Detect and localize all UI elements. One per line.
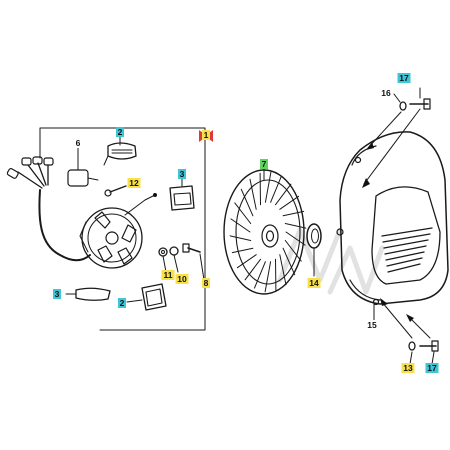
fan-blade bbox=[279, 195, 300, 210]
callout-highlight-c3a bbox=[178, 169, 186, 179]
fan-blade bbox=[236, 254, 257, 269]
coil-part-3-upper bbox=[169, 177, 195, 211]
coil-part-2-upper bbox=[103, 136, 137, 166]
callout-c2a: 2 bbox=[118, 127, 123, 137]
callout-c2b: 2 bbox=[120, 298, 125, 308]
grille-slat bbox=[386, 257, 423, 267]
callout-highlight-c11 bbox=[161, 270, 175, 280]
gasket-part-14 bbox=[306, 223, 322, 277]
callout-highlight-c15 bbox=[365, 320, 379, 330]
fan-blade bbox=[244, 258, 261, 281]
callout-highlight-c6 bbox=[74, 138, 82, 148]
fan-blade bbox=[282, 210, 305, 217]
fan-blade bbox=[234, 202, 252, 224]
callout-c3b: 3 bbox=[55, 289, 60, 299]
fan-blade bbox=[284, 223, 307, 229]
callout-c10: 10 bbox=[177, 274, 187, 284]
callout-c1: 1 bbox=[204, 130, 209, 140]
coil-part-2-lower bbox=[126, 283, 167, 311]
flywheel-fan-icon bbox=[223, 167, 307, 295]
grille-slat bbox=[381, 227, 433, 237]
wiring-harness bbox=[6, 156, 91, 262]
callout-c16: 16 bbox=[381, 88, 391, 98]
callout-highlight-c17a bbox=[397, 73, 411, 83]
callout-c12: 12 bbox=[129, 178, 139, 188]
coil-part-3-lower bbox=[65, 287, 111, 301]
callout-c17b: 17 bbox=[427, 363, 437, 373]
fan-blade bbox=[264, 261, 272, 293]
callout-c17a: 17 bbox=[399, 73, 409, 83]
callout-highlight-c8 bbox=[202, 278, 210, 288]
fan-blade bbox=[254, 261, 266, 289]
callout-c6: 6 bbox=[76, 138, 81, 148]
grille-slat bbox=[382, 233, 431, 243]
group-bracket bbox=[39, 127, 206, 331]
callout-highlight-c12 bbox=[127, 178, 141, 188]
callout-c3a: 3 bbox=[180, 169, 185, 179]
callout-highlight-c1 bbox=[202, 130, 210, 140]
callout-highlight-c14 bbox=[307, 278, 321, 288]
callout-highlight-c17b bbox=[425, 363, 439, 373]
fan-blade bbox=[270, 175, 282, 203]
callout-highlight-c2a bbox=[116, 127, 124, 137]
callout-highlight-c7 bbox=[260, 159, 268, 169]
connector-part-6 bbox=[67, 147, 99, 187]
fan-cover-icon bbox=[336, 131, 449, 321]
fan-blade bbox=[264, 171, 272, 203]
grille-slat bbox=[385, 251, 425, 261]
grille-slat bbox=[384, 245, 427, 255]
fan-blade bbox=[275, 183, 292, 206]
washers-and-screw bbox=[158, 243, 205, 281]
callout-highlight-c2b bbox=[118, 298, 126, 308]
callout-c13: 13 bbox=[403, 363, 413, 373]
callout-highlight-c13 bbox=[401, 363, 415, 373]
fan-blade bbox=[279, 254, 287, 286]
fan-blade bbox=[284, 240, 302, 262]
grille-slat bbox=[387, 263, 421, 273]
fasteners-bottom bbox=[380, 298, 439, 365]
watermark bbox=[277, 227, 385, 295]
callout-c14: 14 bbox=[309, 278, 319, 288]
callout-c15: 15 bbox=[367, 320, 377, 330]
callout-c11: 11 bbox=[164, 270, 173, 280]
fan-blade bbox=[229, 235, 252, 241]
fan-blade bbox=[282, 247, 296, 276]
fan-blade bbox=[240, 188, 254, 217]
fan-blade bbox=[249, 178, 257, 210]
fan-blade bbox=[230, 218, 251, 233]
stator-plate-icon bbox=[79, 193, 157, 269]
callout-highlight-c16 bbox=[379, 88, 393, 98]
callout-c7: 7 bbox=[262, 159, 267, 169]
fan-blade bbox=[285, 231, 306, 246]
callout-highlight-c10 bbox=[175, 274, 189, 284]
fan-blade bbox=[231, 247, 254, 254]
callout-highlight-c3b bbox=[53, 289, 61, 299]
callout-c8: 8 bbox=[204, 278, 209, 288]
grille-slat bbox=[383, 239, 429, 249]
screw-part-12 bbox=[104, 185, 127, 197]
fasteners-top bbox=[362, 87, 431, 188]
